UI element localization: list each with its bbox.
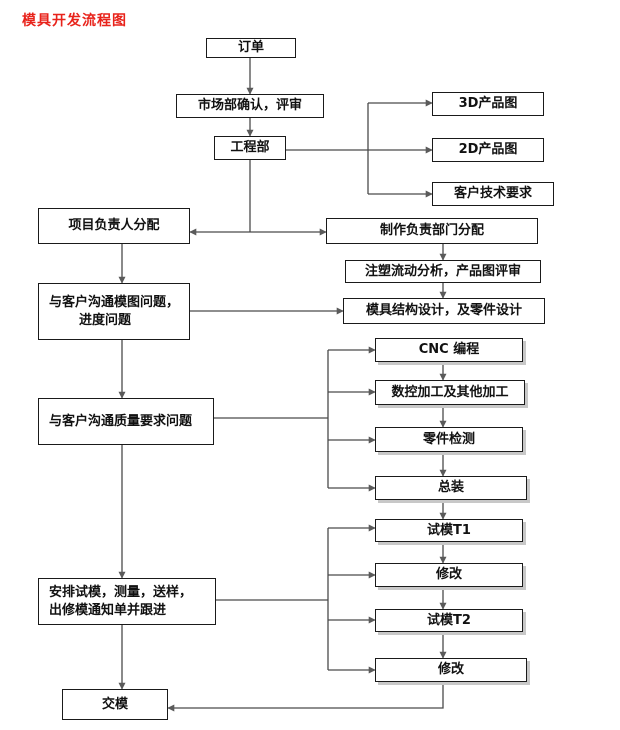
node-2d-drawing: 2D产品图: [432, 138, 544, 162]
arrange-line1: 安排试模，测量，送样，: [49, 584, 193, 600]
node-3d-drawing: 3D产品图: [432, 92, 544, 116]
node-engineering: 工程部: [214, 136, 286, 160]
node-mold-flow: 注塑流动分析，产品图评审: [345, 260, 541, 283]
node-arrange-trial: 安排试模，测量，送样， 出修模通知单并跟进: [38, 578, 216, 625]
node-communicate-drawing-text: 与客户沟通模图问题， 进度问题: [49, 294, 179, 329]
node-machining: 数控加工及其他加工: [375, 380, 525, 405]
node-arrange-trial-text: 安排试模，测量，送样， 出修模通知单并跟进: [49, 584, 192, 619]
node-project-lead: 项目负责人分配: [38, 208, 190, 244]
node-market-confirm: 市场部确认，评审: [176, 94, 324, 118]
node-assembly: 总装: [375, 476, 527, 500]
node-customer-tech: 客户技术要求: [432, 182, 554, 206]
arrange-line2: 出修模通知单并跟进: [49, 602, 167, 618]
node-communicate-quality: 与客户沟通质量要求问题: [38, 398, 214, 445]
node-deliver: 交模: [62, 689, 168, 720]
node-modify-1: 修改: [375, 563, 523, 587]
node-trial-t1: 试模T1: [375, 519, 523, 542]
communicate-drawing-line1: 与客户沟通模图问题，: [49, 294, 180, 310]
node-order: 订单: [206, 38, 296, 58]
node-trial-t2: 试模T2: [375, 609, 523, 632]
node-cnc: CNC 编程: [375, 338, 523, 362]
page-title: 模具开发流程图: [22, 13, 127, 29]
node-modify-2: 修改: [375, 658, 527, 682]
edge-modify2-to-deliver: [167, 682, 444, 712]
communicate-drawing-line2: 进度问题: [79, 312, 132, 328]
node-communicate-drawing: 与客户沟通模图问题， 进度问题: [38, 283, 190, 340]
node-inspection: 零件检测: [375, 427, 523, 452]
node-mold-design: 模具结构设计，及零件设计: [343, 298, 545, 324]
node-make-lead: 制作负责部门分配: [326, 218, 538, 244]
